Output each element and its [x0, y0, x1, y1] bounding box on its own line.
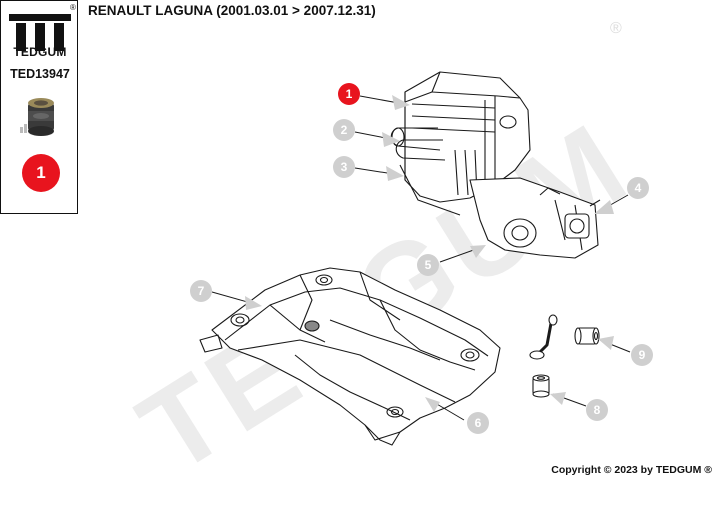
- callout-2: 2: [333, 119, 355, 141]
- callout-7-label: 7: [198, 284, 205, 298]
- part-number: TED13947: [10, 67, 70, 81]
- engine-assembly: [390, 71, 601, 259]
- callout-3: 3: [333, 156, 355, 178]
- tedgum-logo: [9, 14, 71, 51]
- callout-3-label: 3: [341, 160, 348, 174]
- callout-9-label: 9: [639, 348, 646, 362]
- bushing-part-9: [574, 327, 600, 345]
- copyright-notice: Copyright © 2023 by TEDGUM ®: [551, 464, 712, 476]
- callout-9: 9: [631, 344, 653, 366]
- callout-6: 6: [467, 412, 489, 434]
- callout-7: 7: [190, 280, 212, 302]
- callout-1: 1: [338, 83, 360, 105]
- exploded-diagram: 1 2 3 4 5 6 7 8 9: [190, 71, 653, 446]
- part-info-panel: ® TEDGUM TED13947 1: [0, 0, 78, 214]
- callout-1-label: 1: [346, 87, 353, 101]
- callout-2-label: 2: [341, 123, 348, 137]
- brand-name: TEDGUM: [13, 45, 67, 59]
- callout-8-label: 8: [594, 403, 601, 417]
- link-rod-part: [529, 314, 558, 360]
- watermark-registered-mark: ®: [610, 20, 622, 37]
- callout-8: 8: [586, 399, 608, 421]
- callout-5: 5: [417, 254, 439, 276]
- vehicle-title: RENAULT LAGUNA (2001.03.01 > 2007.12.31): [88, 3, 376, 18]
- callout-4: 4: [627, 177, 649, 199]
- subframe-assembly: [199, 267, 501, 446]
- bushing-part-8: [532, 374, 550, 398]
- registered-mark: ®: [70, 3, 76, 12]
- bushing-thumbnail-image: [20, 98, 54, 136]
- callout-4-label: 4: [635, 181, 642, 195]
- callout-6-label: 6: [475, 416, 482, 430]
- position-badge: 1: [22, 154, 60, 192]
- callout-5-label: 5: [425, 258, 432, 272]
